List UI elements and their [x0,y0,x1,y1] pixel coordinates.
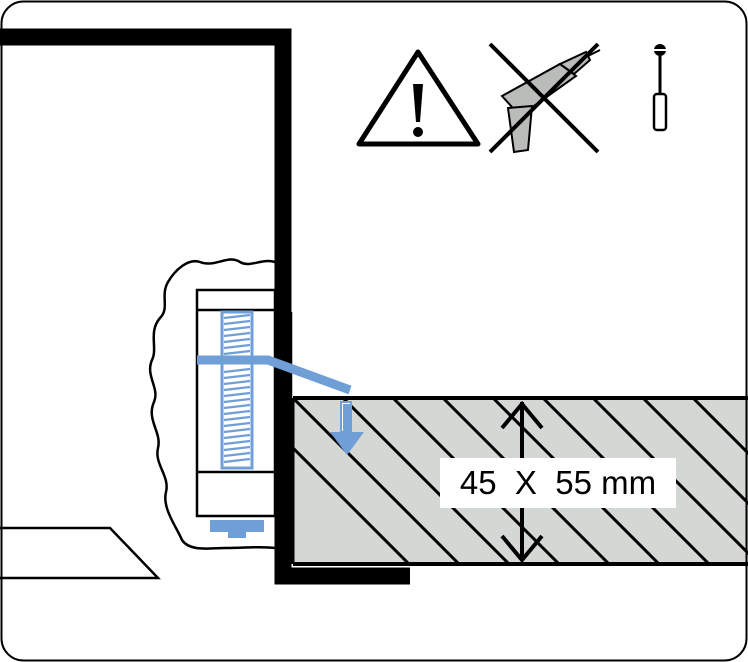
warning-icon [356,49,481,147]
no-power-drill-icon [488,42,601,154]
dimension-label: 45 X 55 mm [440,458,676,508]
cabinet-shelf [0,526,161,580]
screw [210,310,264,538]
cutaway-outline [148,258,276,550]
cabinet-wall [0,28,410,585]
screw-head [210,520,264,538]
clamp-arm [197,355,352,395]
screwdriver-icon [652,44,668,132]
down-arrow-icon [330,401,364,455]
